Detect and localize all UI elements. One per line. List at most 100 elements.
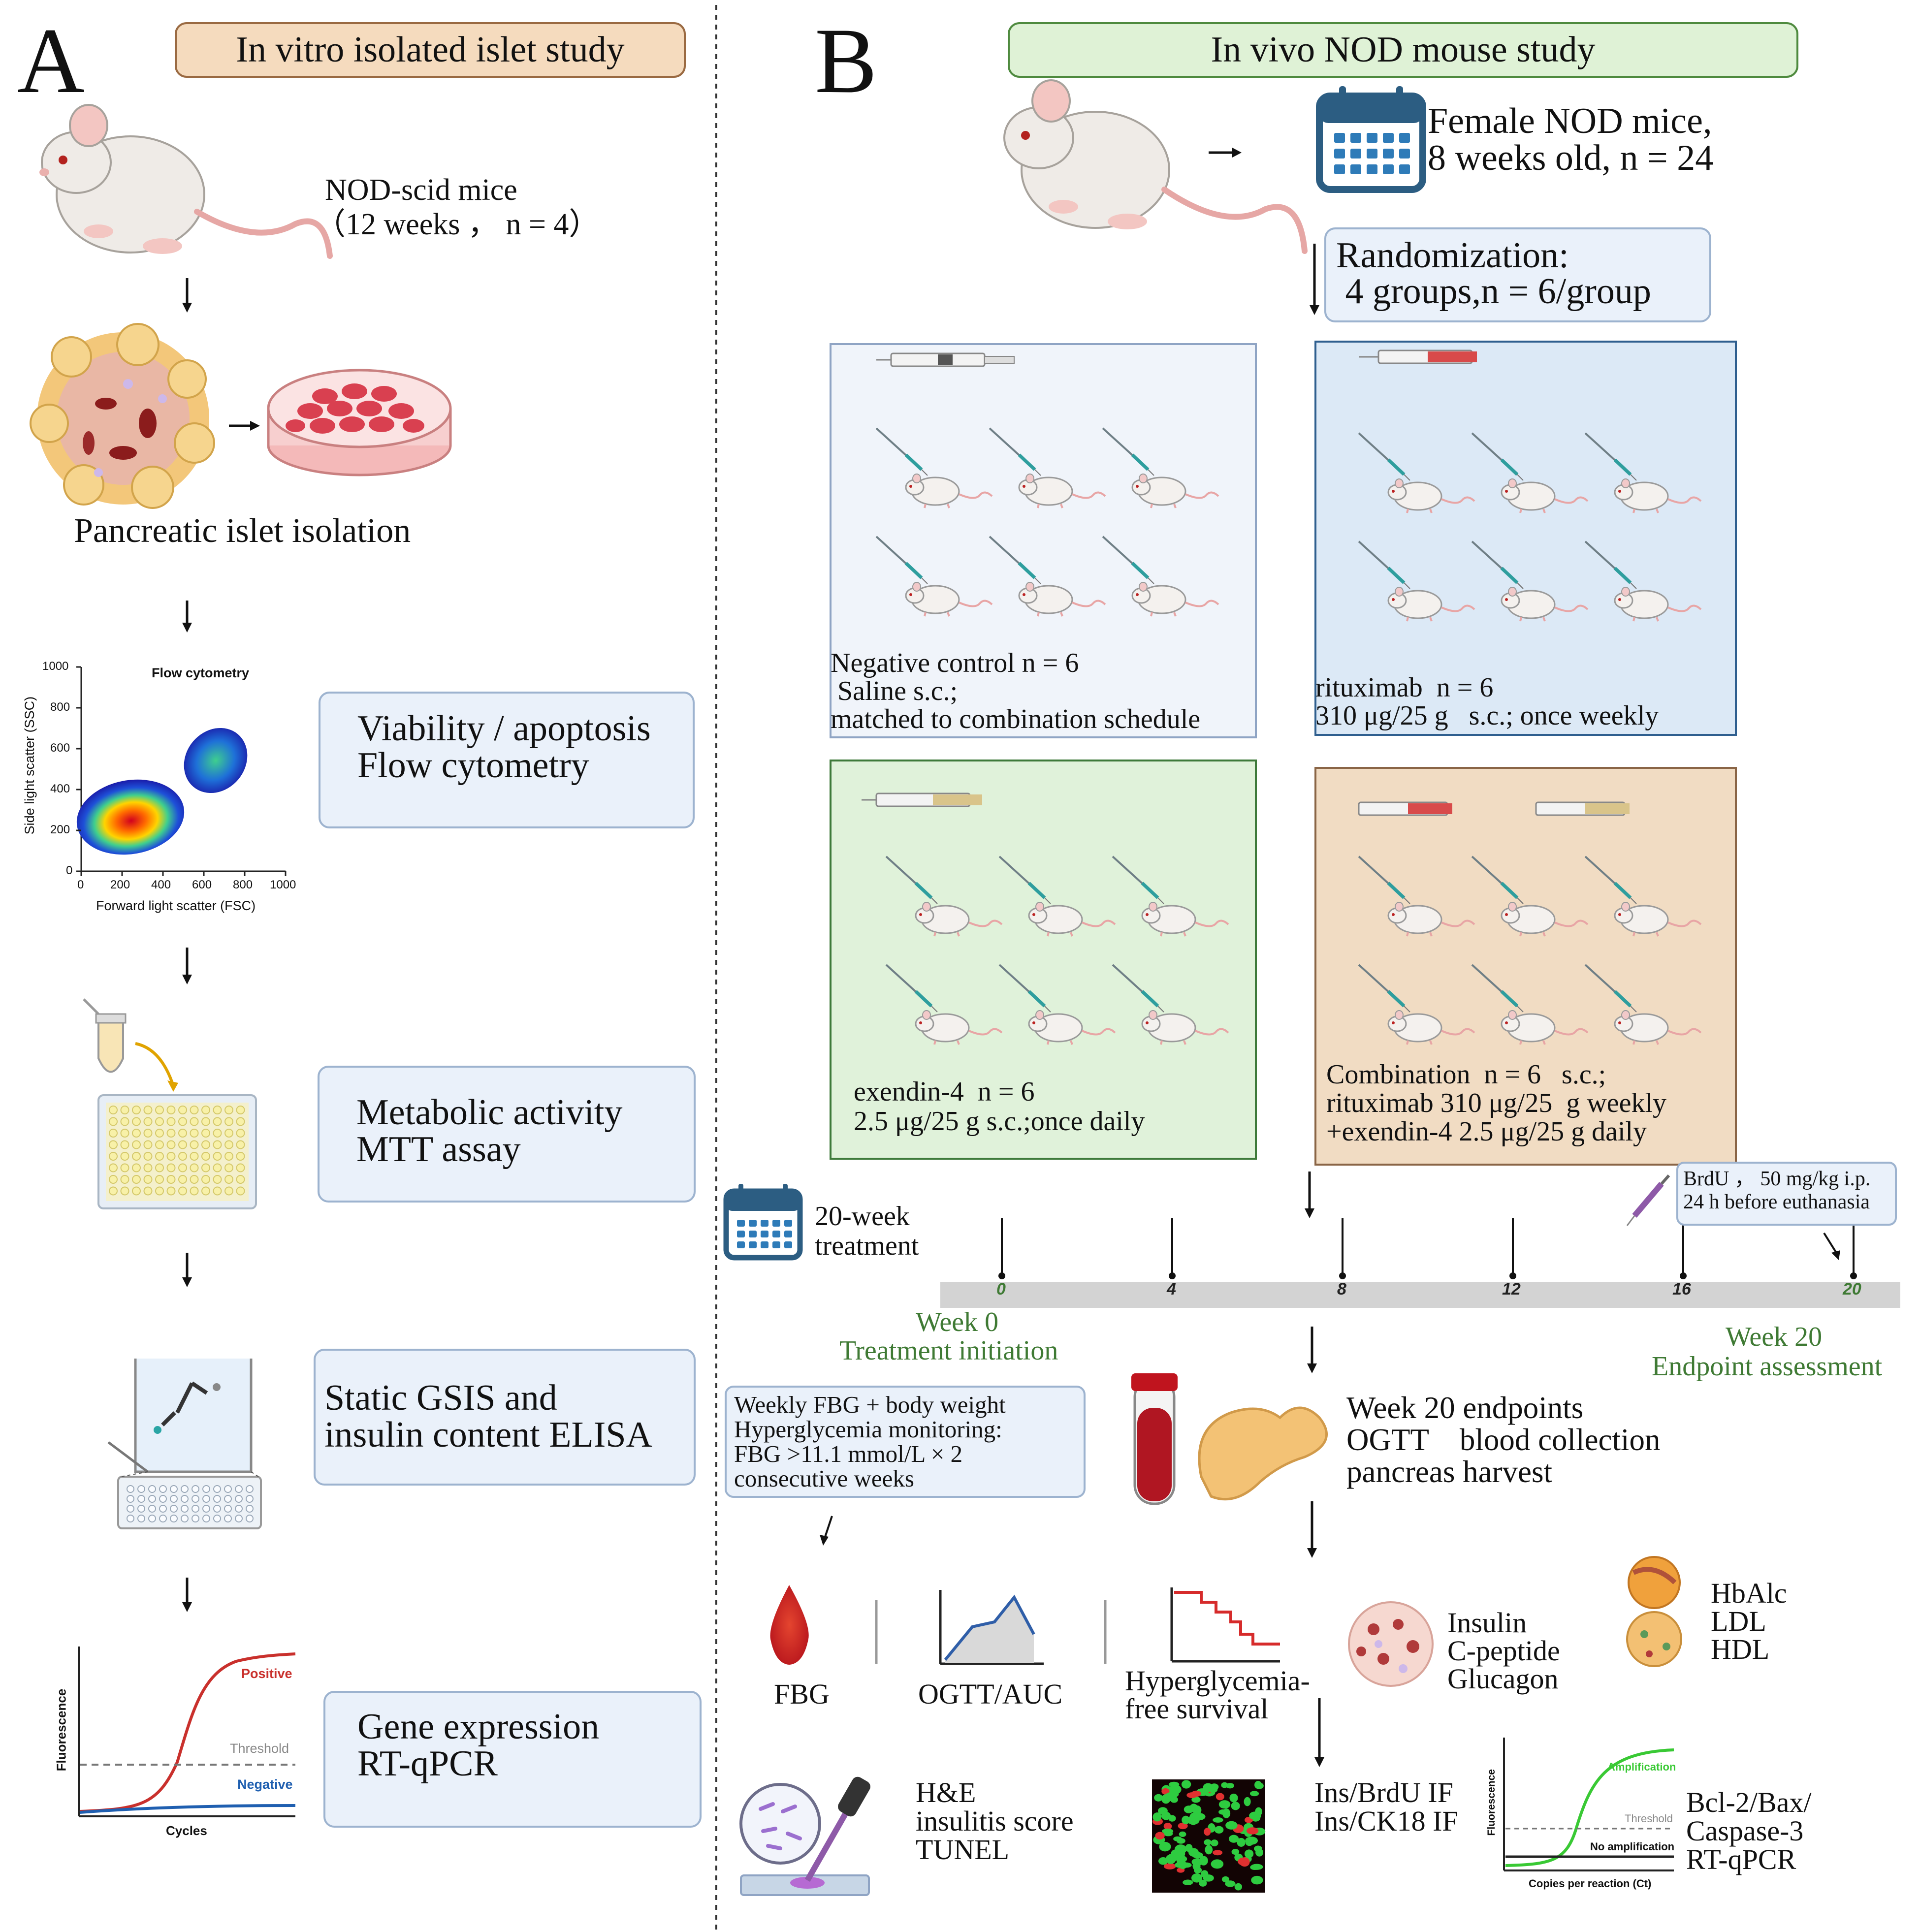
if-cell	[1225, 1821, 1238, 1830]
plate-well	[224, 1129, 233, 1138]
flow-xtick-label: 600	[192, 878, 212, 891]
injected-mouse-icon	[1103, 428, 1218, 508]
plate-well	[192, 1505, 199, 1513]
mtt-wells	[109, 1106, 245, 1196]
flow-xtick-label: 400	[151, 878, 171, 891]
plate-well	[213, 1140, 222, 1149]
endpoints-line3: pancreas harvest	[1346, 1455, 1553, 1489]
calendar-day	[761, 1220, 768, 1227]
plate-well	[236, 1163, 245, 1172]
injected-mouse-icon	[1359, 965, 1474, 1045]
plate-well	[190, 1175, 199, 1184]
if-cell	[1173, 1836, 1182, 1841]
calendar-day	[1383, 149, 1394, 158]
brdu-syringe-icon	[1626, 1174, 1670, 1226]
flow-plot-xlabel: Forward light scatter (FSC)	[96, 898, 256, 913]
if-cell	[1199, 1879, 1207, 1887]
qpcr-a-xlabel: Cycles	[166, 1823, 207, 1838]
if-cell	[1154, 1794, 1163, 1802]
qpcr-a-ylabel: Fluorescence	[54, 1688, 69, 1772]
if-cell	[1178, 1822, 1188, 1830]
calendar-day	[737, 1220, 745, 1227]
calendar-day	[772, 1231, 780, 1237]
injected-mouse-icon	[1103, 537, 1218, 616]
calendar-day	[1334, 133, 1345, 143]
petri-dish-icon	[267, 369, 452, 476]
qpcr-b-threshold: Threshold	[1625, 1812, 1673, 1825]
viability-box-line2: Flow cytometry	[357, 745, 589, 786]
if-cell	[1171, 1849, 1180, 1859]
plate-well	[170, 1505, 178, 1513]
mouse-a-icon	[39, 104, 333, 259]
plate-well	[143, 1117, 153, 1126]
plate-well	[224, 1163, 233, 1172]
plate-well	[190, 1117, 199, 1126]
if-cell	[1229, 1793, 1238, 1803]
lipids-line2: LDL	[1711, 1605, 1766, 1637]
if-cell	[1238, 1857, 1249, 1866]
monitor-line4: consecutive weeks	[734, 1465, 914, 1492]
plate-well	[132, 1163, 141, 1172]
plate-well	[120, 1163, 129, 1172]
plate-well	[143, 1175, 153, 1184]
timeline-dot	[998, 1272, 1005, 1279]
plate-well	[127, 1485, 134, 1493]
gene-box-line2: RT-qPCR	[357, 1743, 498, 1784]
flow-xtick-label: 0	[77, 878, 84, 891]
panel-a-header: In vitro isolated islet study	[175, 22, 686, 78]
plate-well	[127, 1505, 134, 1513]
calendar-day	[1383, 164, 1394, 174]
plate-well	[137, 1515, 145, 1522]
plate-well	[155, 1140, 164, 1149]
hormones-line2: C-peptide	[1447, 1635, 1560, 1667]
if-cell	[1204, 1828, 1211, 1836]
plate-well	[159, 1515, 167, 1522]
if-cell	[1176, 1855, 1187, 1863]
plate-well	[137, 1505, 145, 1513]
if-cell	[1181, 1780, 1191, 1789]
plate-well	[235, 1515, 243, 1522]
if-cells	[1152, 1780, 1266, 1891]
plate-well	[143, 1129, 153, 1138]
plate-well	[190, 1140, 199, 1149]
injected-mouse-icon	[1585, 433, 1701, 513]
calendar-day	[1383, 133, 1394, 143]
injected-mouse-icon	[999, 856, 1115, 936]
if-cell	[1162, 1828, 1174, 1834]
plate-well	[120, 1106, 129, 1114]
if-cell	[1165, 1792, 1177, 1802]
calendar-day	[1399, 164, 1410, 174]
timeline-label: 8	[1337, 1280, 1346, 1299]
plate-well	[181, 1515, 189, 1522]
if-cell	[1152, 1812, 1162, 1822]
plate-well	[246, 1505, 254, 1513]
if-cell	[1214, 1826, 1224, 1834]
qpcr-b-xlabel: Copies per reaction (Ct)	[1529, 1877, 1652, 1890]
injected-mouse-icon	[1359, 433, 1474, 513]
calendar-dots	[1334, 133, 1410, 174]
timeline-label: 4	[1167, 1280, 1176, 1299]
plate-well	[159, 1495, 167, 1503]
plate-well	[202, 1515, 210, 1522]
plate-well	[166, 1163, 176, 1172]
if-cell	[1175, 1862, 1186, 1868]
plate-well	[246, 1485, 254, 1493]
calendar-day	[1399, 133, 1410, 143]
lipids-line1: HbAlc	[1711, 1577, 1787, 1609]
plate-well	[143, 1106, 153, 1114]
week20-line2: Endpoint assessment	[1652, 1351, 1883, 1382]
flow-ytick-label: 1000	[42, 660, 69, 673]
timeline-label: 0	[996, 1280, 1006, 1299]
if-cell	[1231, 1848, 1240, 1855]
if-cell	[1183, 1879, 1193, 1885]
syringe-icon-exendin	[862, 792, 982, 807]
plate-well	[202, 1485, 210, 1493]
calendar-day	[749, 1241, 757, 1248]
qpcr-b-line1: Bcl-2/Bax/	[1686, 1786, 1812, 1818]
plate-well	[224, 1140, 233, 1149]
injected-mouse-icon	[876, 537, 992, 616]
if-cell	[1211, 1839, 1218, 1847]
if-cell	[1250, 1864, 1263, 1870]
if-cell	[1179, 1831, 1186, 1837]
